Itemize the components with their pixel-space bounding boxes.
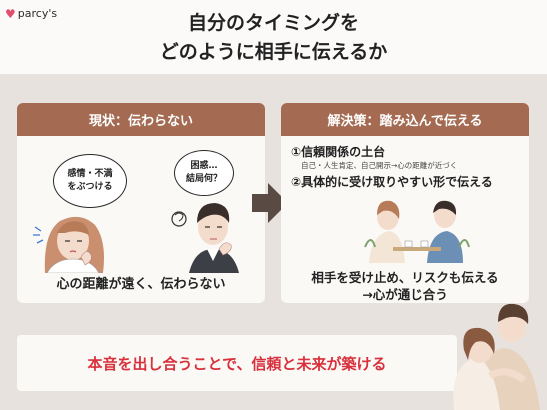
conclusion-banner: 本音を出し合うことで、信頼と未来が築ける	[17, 335, 457, 391]
bubble-text-line: 感情・不満	[67, 169, 113, 179]
solution-caption-1: 相手を受け止め、リスクも伝える	[311, 270, 499, 285]
man-illustration	[171, 203, 239, 273]
bubble-text-line: をぶつける	[67, 182, 113, 192]
page-title-line2: どのように相手に伝えるか	[159, 41, 388, 63]
current-state-caption: 心の距離が遠く、伝わらない	[56, 277, 226, 292]
solution-point-1-detail: 自己・人生肯定、自己開示→心の距離が近づく	[301, 161, 458, 170]
solution-header: 解決策：踏み込んで伝える	[281, 103, 529, 136]
conclusion-text: 本音を出し合うことで、信頼と未来が築ける	[87, 354, 387, 373]
hugging-couple-illustration	[453, 303, 540, 410]
solution-point-1: ①信頼関係の土台	[291, 145, 386, 159]
current-state-header: 現状：伝わらない	[17, 103, 265, 136]
thought-bubble-confused: 困惑… 結局何？	[174, 150, 234, 196]
couple-talking-illustration	[364, 200, 470, 263]
brand-name: parcy's	[17, 7, 58, 20]
bubble-text-line: 困惑…	[190, 161, 218, 171]
solution-point-2: ②具体的に受け取りやすい形で伝える	[291, 175, 493, 189]
brand-logo: ♥ parcy's	[5, 7, 57, 20]
current-state-card: 現状：伝わらない 感情・不満 をぶつける 困惑… 結局何？	[17, 103, 265, 303]
solution-card: 解決策：踏み込んで伝える ①信頼関係の土台 自己・人生肯定、自己開示→心の距離が…	[281, 103, 529, 303]
woman-illustration	[33, 216, 104, 273]
bubble-text-line: 結局何？	[185, 174, 222, 184]
heart-icon: ♥	[5, 6, 16, 21]
arrow-right-icon	[252, 183, 288, 223]
solution-caption-2: →心が通じ合う	[362, 287, 448, 302]
thought-bubble-complaint: 感情・不満 をぶつける	[53, 154, 127, 208]
page-title-line1: 自分のタイミングを	[187, 12, 359, 34]
header-band: ♥ parcy's 自分のタイミングを どのように相手に伝えるか	[0, 0, 547, 74]
